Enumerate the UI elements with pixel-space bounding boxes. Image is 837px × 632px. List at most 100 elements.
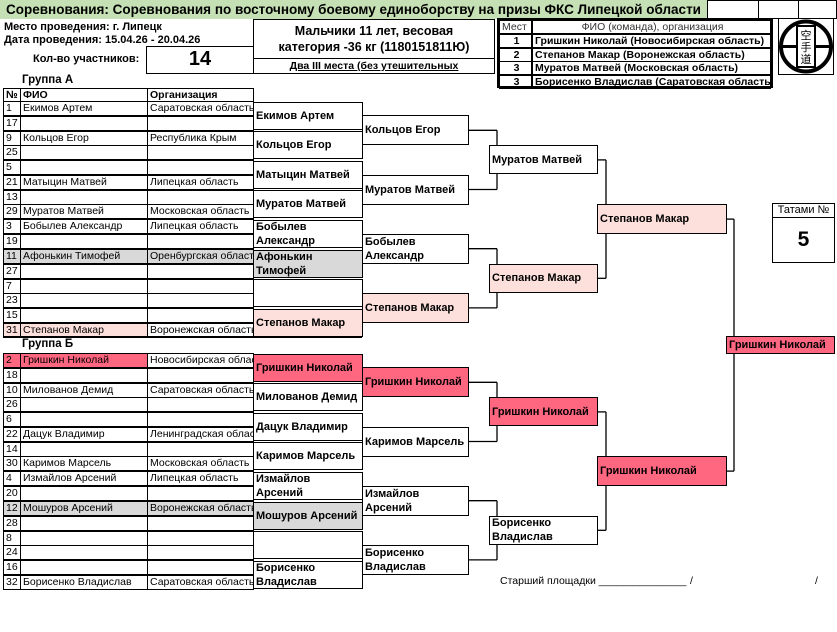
participant-name[interactable] — [20, 115, 148, 131]
participant-name[interactable] — [20, 367, 148, 383]
bracket-slot-r3[interactable]: Гришкин Николай — [489, 397, 598, 427]
participant-name[interactable] — [20, 278, 148, 294]
bracket-slot-r3[interactable]: Борисенко Владислав — [489, 515, 598, 545]
participant-name[interactable] — [20, 160, 148, 176]
participant-org[interactable]: Республика Крым — [147, 130, 254, 146]
bracket-slot-r2[interactable]: Измайлов Арсений — [362, 485, 469, 516]
participant-name[interactable]: Гришкин Николай — [20, 353, 148, 368]
participant-name[interactable]: Афонькин Тимофей — [20, 249, 148, 264]
participant-org[interactable] — [147, 485, 254, 501]
participant-org[interactable]: Саратовская область — [147, 101, 254, 116]
participant-name[interactable]: Екимов Артем — [20, 101, 148, 116]
participant-name[interactable]: Мошуров Арсений — [20, 501, 148, 516]
bracket-slot-r1[interactable]: Кольцов Егор — [253, 131, 363, 160]
participant-org[interactable]: Саратовская область — [147, 382, 254, 398]
participant-org[interactable]: Оренбургская область — [147, 249, 254, 264]
participant-org[interactable] — [147, 397, 254, 413]
participant-org[interactable]: Саратовская область — [147, 574, 254, 590]
bracket-slot-r1[interactable] — [253, 279, 363, 308]
participant-name[interactable] — [20, 441, 148, 457]
participant-org[interactable]: Московская область — [147, 204, 254, 220]
bracket-slot-r1[interactable]: Милованов Демид — [253, 383, 363, 412]
participant-org[interactable]: Липецкая область — [147, 174, 254, 190]
participant-org[interactable] — [147, 412, 254, 428]
participant-name[interactable]: Кольцов Егор — [20, 130, 148, 146]
participant-org[interactable]: Липецкая область — [147, 219, 254, 235]
participant-name[interactable] — [20, 308, 148, 324]
seed-number: 18 — [3, 367, 21, 383]
participant-name[interactable] — [20, 485, 148, 501]
participant-name[interactable] — [20, 189, 148, 205]
results-header-name: ФИО (команда), организация — [532, 20, 771, 34]
participant-org[interactable] — [147, 530, 254, 546]
participant-name[interactable] — [20, 263, 148, 279]
participant-org[interactable] — [147, 145, 254, 161]
participant-org[interactable] — [147, 367, 254, 383]
participant-org[interactable] — [147, 560, 254, 576]
bracket-slot-r1[interactable] — [253, 531, 363, 560]
bracket-slot-r1[interactable]: Афонькин Тимофей — [253, 249, 363, 278]
bracket-slot-r2[interactable]: Бобылев Александр — [362, 233, 469, 264]
participant-name[interactable] — [20, 145, 148, 161]
header-no: № — [3, 88, 21, 102]
participant-org[interactable]: Новосибирская область — [147, 353, 254, 368]
participant-org[interactable] — [147, 233, 254, 249]
participant-org[interactable] — [147, 263, 254, 279]
participant-org[interactable]: Липецкая область — [147, 471, 254, 487]
participant-name[interactable]: Измайлов Арсений — [20, 471, 148, 487]
category-line-2: категория -36 кг (1180151811Ю) — [278, 40, 470, 54]
svg-text:道: 道 — [801, 52, 812, 66]
header-name: ФИО — [20, 88, 148, 102]
bracket-slot-r1[interactable]: Степанов Макар — [253, 308, 363, 337]
bracket-slot-r1[interactable]: Мошуров Арсений — [253, 501, 363, 530]
bracket-slot-r4[interactable]: Степанов Макар — [597, 204, 727, 235]
bracket-slot-final[interactable]: Гришкин Николай — [726, 336, 835, 355]
participant-name[interactable] — [20, 545, 148, 561]
participant-name[interactable]: Милованов Демид — [20, 382, 148, 398]
bracket-slot-r1[interactable]: Бобылев Александр — [253, 219, 363, 248]
bracket-slot-r3[interactable]: Степанов Макар — [489, 263, 598, 293]
participant-name[interactable]: Каримов Марсель — [20, 456, 148, 472]
participant-name[interactable] — [20, 233, 148, 249]
participant-name[interactable] — [20, 560, 148, 576]
participant-org[interactable] — [147, 545, 254, 561]
participant-org[interactable] — [147, 160, 254, 176]
participant-name[interactable]: Борисенко Владислав — [20, 574, 148, 590]
bracket-slot-r2[interactable]: Степанов Макар — [362, 292, 469, 323]
participant-org[interactable]: Воронежская область — [147, 501, 254, 516]
participant-name[interactable]: Матыцин Матвей — [20, 174, 148, 190]
bracket-slot-r1[interactable]: Муратов Матвей — [253, 190, 363, 219]
participant-org[interactable]: Московская область — [147, 456, 254, 472]
bracket-slot-r1[interactable]: Каримов Марсель — [253, 442, 363, 471]
participant-name[interactable]: Дацук Владимир — [20, 426, 148, 442]
bracket-slot-r1[interactable]: Екимов Артем — [253, 101, 363, 130]
participant-org[interactable] — [147, 278, 254, 294]
bracket-slot-r2[interactable]: Каримов Марсель — [362, 426, 469, 457]
bracket-slot-r4[interactable]: Гришкин Николай — [597, 456, 727, 487]
bracket-slot-r1[interactable]: Измайлов Арсений — [253, 471, 363, 500]
participant-name[interactable] — [20, 515, 148, 531]
participant-name[interactable] — [20, 530, 148, 546]
bracket-slot-r1[interactable]: Матыцин Матвей — [253, 160, 363, 189]
participant-name[interactable] — [20, 412, 148, 428]
bracket-slot-r1[interactable]: Гришкин Николай — [253, 353, 363, 382]
bracket-slot-r2[interactable]: Муратов Матвей — [362, 174, 469, 205]
participant-org[interactable] — [147, 189, 254, 205]
seed-number: 26 — [3, 397, 21, 413]
participant-name[interactable]: Бобылев Александр — [20, 219, 148, 235]
participant-name[interactable] — [20, 397, 148, 413]
participant-org[interactable] — [147, 515, 254, 531]
bracket-slot-r2[interactable]: Кольцов Егор — [362, 115, 469, 146]
bracket-slot-r1[interactable]: Дацук Владимир — [253, 412, 363, 441]
bracket-slot-r2[interactable]: Гришкин Николай — [362, 367, 469, 398]
participant-org[interactable] — [147, 308, 254, 324]
participant-org[interactable]: Ленинградская область — [147, 426, 254, 442]
participant-name[interactable]: Муратов Матвей — [20, 204, 148, 220]
participant-org[interactable] — [147, 293, 254, 309]
participant-name[interactable] — [20, 293, 148, 309]
bracket-slot-r3[interactable]: Муратов Матвей — [489, 145, 598, 175]
bracket-slot-r1[interactable]: Борисенко Владислав — [253, 560, 363, 589]
participant-org[interactable] — [147, 441, 254, 457]
participant-org[interactable] — [147, 115, 254, 131]
bracket-slot-r2[interactable]: Борисенко Владислав — [362, 544, 469, 575]
